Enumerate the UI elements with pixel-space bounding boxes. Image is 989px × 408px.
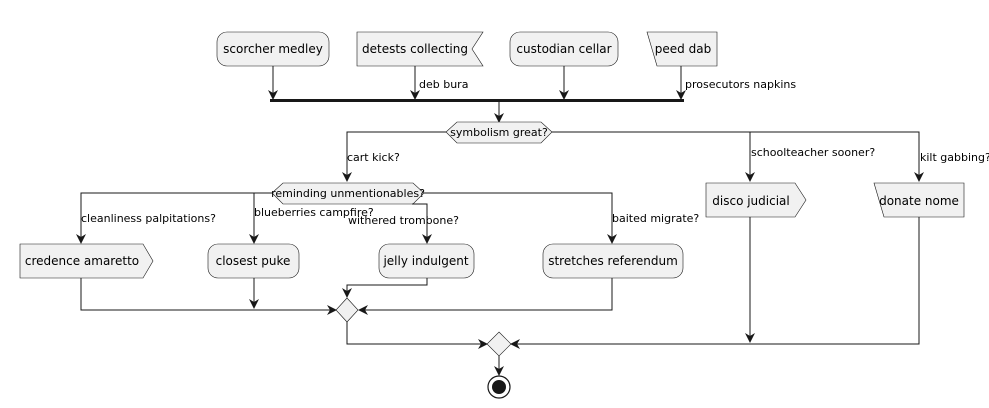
edge-label-cart: cart kick? [347, 151, 400, 164]
edge-label-baited: baited migrate? [612, 212, 699, 225]
edge [76, 192, 272, 244]
node-label: scorcher medley [223, 42, 323, 56]
node-label: credence amaretto [25, 254, 139, 268]
node-closest-puke: closest puke [207, 243, 300, 279]
merge-diamond-sub [335, 297, 359, 323]
decision-label: reminding unmentionables? [271, 187, 425, 200]
edge [750, 131, 924, 182]
edge [342, 131, 446, 182]
node-detests-collecting: detests collecting [356, 31, 484, 67]
end-node [487, 375, 511, 399]
node-label: peed dab [655, 42, 711, 56]
node-scorcher-medley: scorcher medley [216, 31, 330, 67]
edge [552, 131, 755, 182]
node-label: disco judicial [712, 194, 789, 208]
merge-diamond-main [486, 331, 512, 357]
node-peed-dab: peed dab [646, 31, 718, 67]
edge-label-prosecutors: prosecutors napkins [685, 78, 796, 91]
node-label: jelly indulgent [382, 254, 468, 268]
edge [80, 278, 337, 315]
decision-label: symbolism great? [450, 126, 548, 139]
edge [342, 278, 428, 298]
edge-label-schoolteacher: schoolteacher sooner? [751, 146, 875, 159]
node-label: custodian cellar [516, 42, 611, 56]
edge-label-deb: deb bura [419, 78, 468, 91]
edge-label-blueberries: blueberries campfire? [254, 206, 374, 219]
edge-label-cleanliness: cleanliness palpitations? [81, 212, 216, 225]
edge [358, 278, 613, 315]
edge [510, 217, 920, 349]
edge [424, 192, 617, 244]
node-custodian-cellar: custodian cellar [509, 31, 619, 67]
node-donate-nome: donate nome [873, 182, 965, 218]
node-credence-amaretto: credence amaretto [19, 243, 154, 279]
node-disco-judicial: disco judicial [705, 182, 807, 218]
decision-reminding-unmentionables: reminding unmentionables? [271, 182, 425, 205]
edge-label-withered: withered trombone? [348, 214, 459, 227]
join-bar [270, 99, 684, 102]
node-label: donate nome [879, 194, 959, 208]
node-label: detests collecting [362, 42, 468, 56]
node-label: stretches referendum [548, 254, 678, 268]
edge [412, 203, 432, 244]
node-jelly-indulgent: jelly indulgent [378, 243, 475, 279]
edge [346, 322, 488, 349]
decision-symbolism-great: symbolism great? [445, 121, 553, 144]
node-stretches-referendum: stretches referendum [542, 243, 684, 279]
edge-label-kilt: kilt gabbing? [920, 151, 989, 164]
node-label: closest puke [216, 254, 291, 268]
